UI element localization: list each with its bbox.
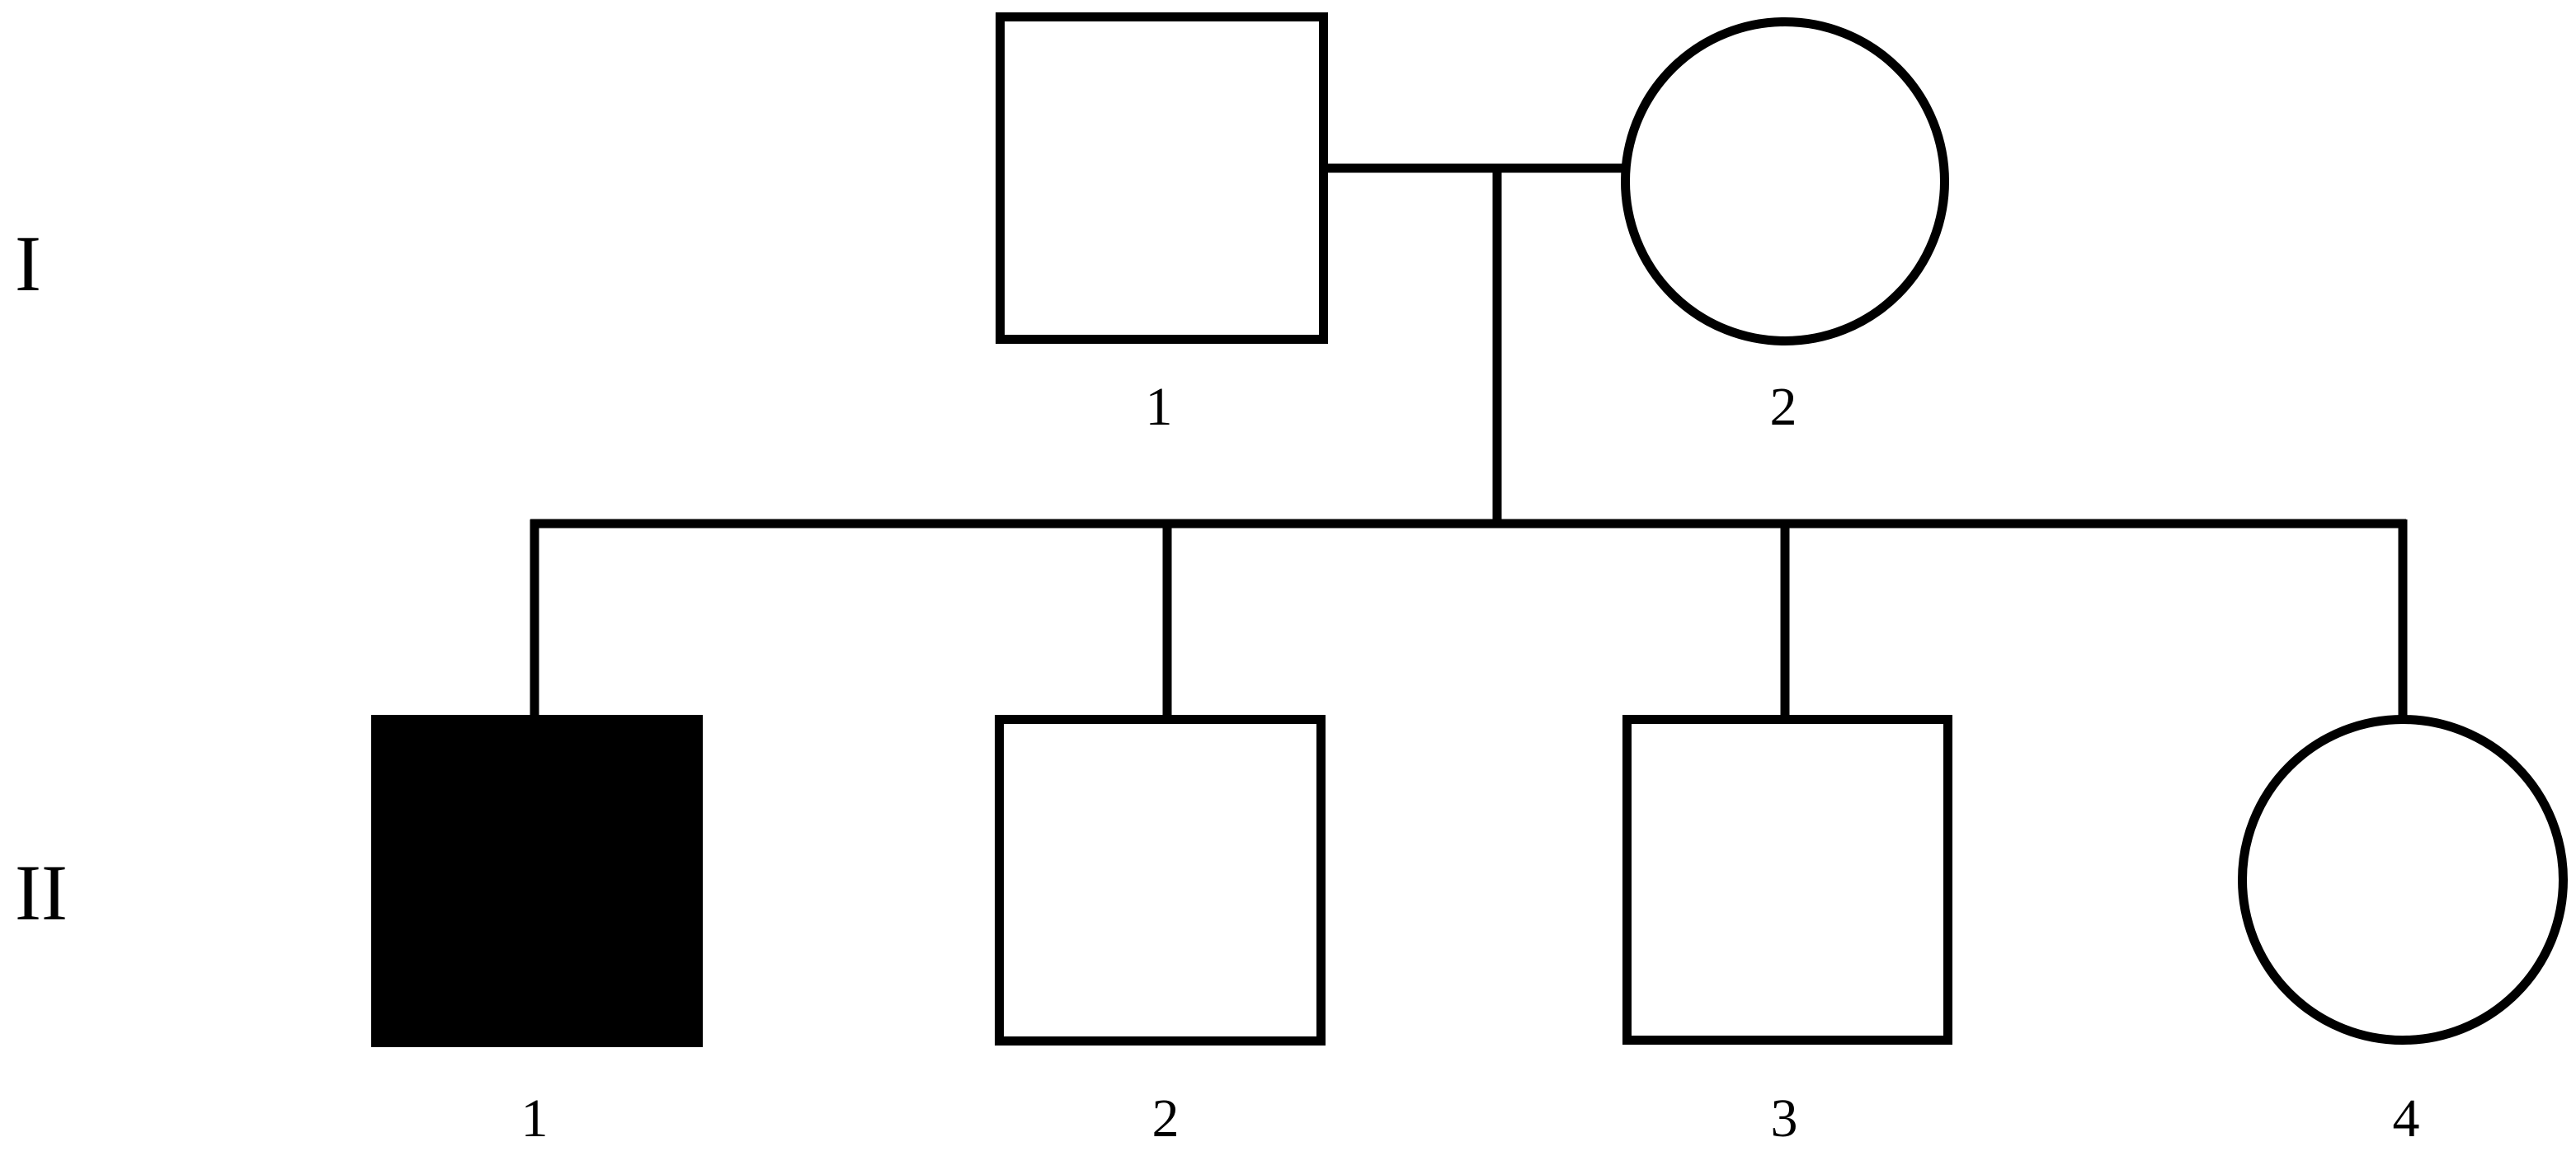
individual-symbol-i-2-female-unaffected[interactable]: [1621, 17, 1949, 345]
generation-label-i: I: [15, 219, 41, 308]
individual-id-label-ii-3: 3: [1771, 1088, 1798, 1149]
individual-symbol-ii-2-male-unaffected[interactable]: [995, 715, 1326, 1046]
individual-symbol-ii-3-male-unaffected[interactable]: [1622, 715, 1952, 1045]
individual-id-label-i-1: 1: [1146, 377, 1173, 437]
individual-id-label-ii-1: 1: [521, 1088, 549, 1149]
individual-id-label-ii-2: 2: [1152, 1088, 1180, 1149]
individual-symbol-i-1-male-unaffected[interactable]: [996, 12, 1328, 344]
generation-label-ii: II: [15, 848, 68, 937]
individual-id-label-i-2: 2: [1770, 377, 1797, 437]
individual-id-label-ii-4: 4: [2393, 1088, 2420, 1149]
individual-symbol-ii-4-female-unaffected[interactable]: [2238, 715, 2568, 1045]
individual-symbol-ii-1-male-affected[interactable]: [371, 715, 703, 1047]
